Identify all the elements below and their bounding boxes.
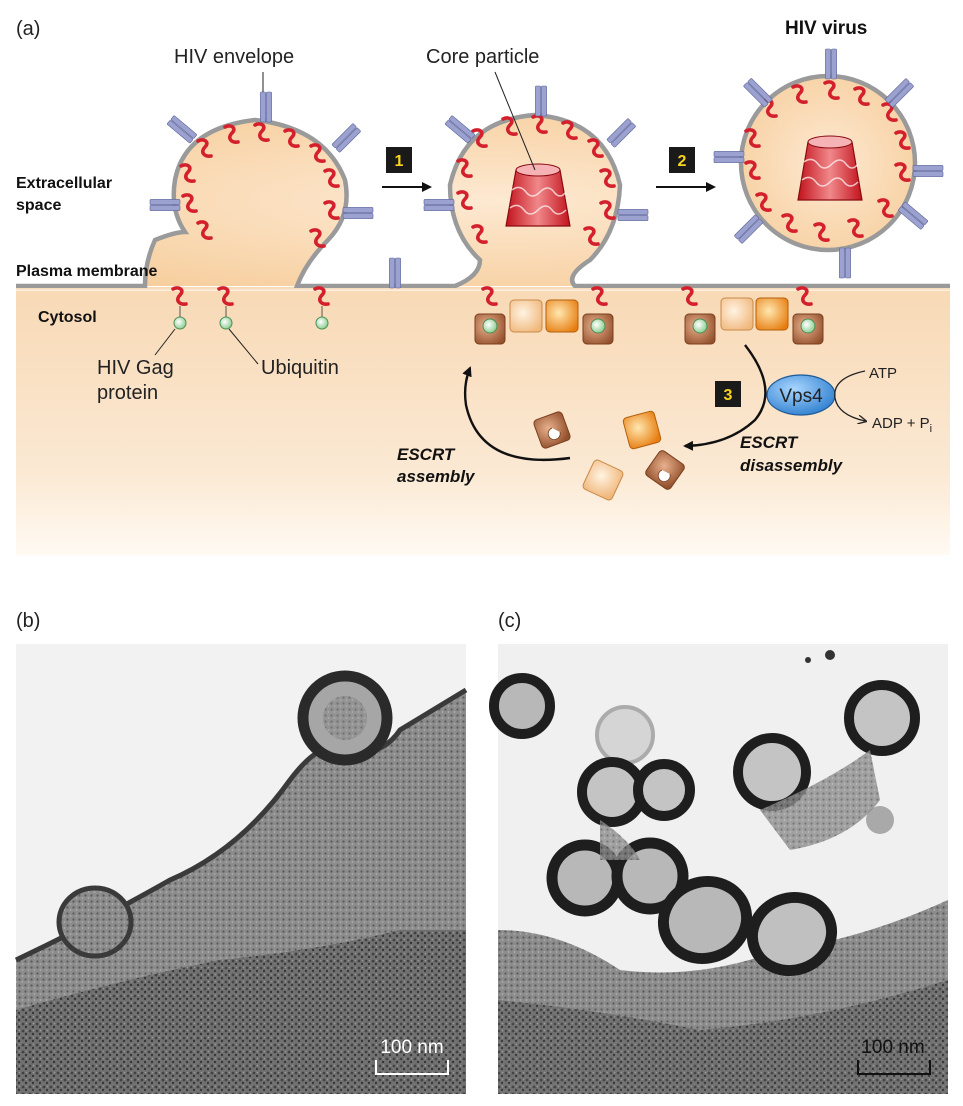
step-3: 3 (715, 381, 741, 407)
cytosol-label: Cytosol (38, 309, 97, 326)
scale-label-b: 100 nm (380, 1037, 443, 1058)
escrt-disassembly-label-line2: disassembly (740, 456, 844, 475)
core-particle-virion (797, 135, 863, 201)
step-1-number: 1 (395, 153, 404, 170)
micrograph-b: 100 nm (14, 644, 468, 1094)
escrt-assembly-label-line1: ESCRT (397, 445, 456, 464)
ubiquitin-label: Ubiquitin (261, 357, 339, 379)
scale-bar-b (375, 1060, 449, 1075)
micrograph-c: 100 nm (489, 644, 948, 1094)
step-1: 1 (382, 147, 432, 192)
step-2-badge (669, 147, 695, 173)
step-3-number: 3 (724, 387, 733, 404)
core-particle-bud (505, 163, 571, 227)
extracellular-label-line2: space (16, 197, 61, 214)
membrane-gag-ubiquitin-left (171, 286, 330, 330)
escrt-complex-assembled (474, 286, 614, 345)
panel-a-label: (a) (16, 18, 40, 40)
escrt-disassembly-label-line1: ESCRT (740, 433, 799, 452)
gag-leader (154, 328, 176, 356)
vps4-label: Vps4 (779, 386, 823, 407)
core-particle-label: Core particle (426, 46, 539, 68)
escrt-free-subunits (533, 410, 685, 501)
ubiquitin-leader (228, 328, 259, 365)
hiv-envelope-label: HIV envelope (174, 46, 294, 68)
atp-hydrolysis-arrow (834, 370, 865, 421)
escrt-assembly-arrow (462, 366, 571, 462)
panel-c: (c) 100 nm (489, 610, 948, 1094)
panel-b: (b) 100 nm (14, 610, 468, 1094)
step-3-badge (715, 381, 741, 407)
core-particle-leader (494, 71, 536, 171)
step-2-number: 2 (678, 153, 687, 170)
extracellular-label-line1: Extracellular (16, 175, 112, 192)
scale-bar-c (857, 1060, 931, 1075)
step-1-badge (386, 147, 412, 173)
adp-label: ADP + Pi (872, 415, 932, 435)
plasma-membrane-with-buds (16, 112, 950, 289)
scale-label-c: 100 nm (861, 1037, 924, 1058)
panel-c-label: (c) (498, 610, 521, 632)
gag-label-line1: HIV Gag (97, 357, 174, 379)
atp-label: ATP (869, 365, 897, 382)
panel-b-label: (b) (16, 610, 40, 632)
plasma-membrane-label: Plasma membrane (16, 263, 158, 280)
escrt-assembly-label-line2: assembly (397, 467, 476, 486)
panel-a: (a) (16, 18, 950, 555)
hiv-virus-label: HIV virus (785, 18, 867, 39)
escrt-complex-detaching (681, 286, 824, 345)
gag-label-line2: protein (97, 382, 158, 404)
step-2: 2 (656, 147, 716, 192)
escrt-disassembly-arrow (683, 344, 767, 451)
